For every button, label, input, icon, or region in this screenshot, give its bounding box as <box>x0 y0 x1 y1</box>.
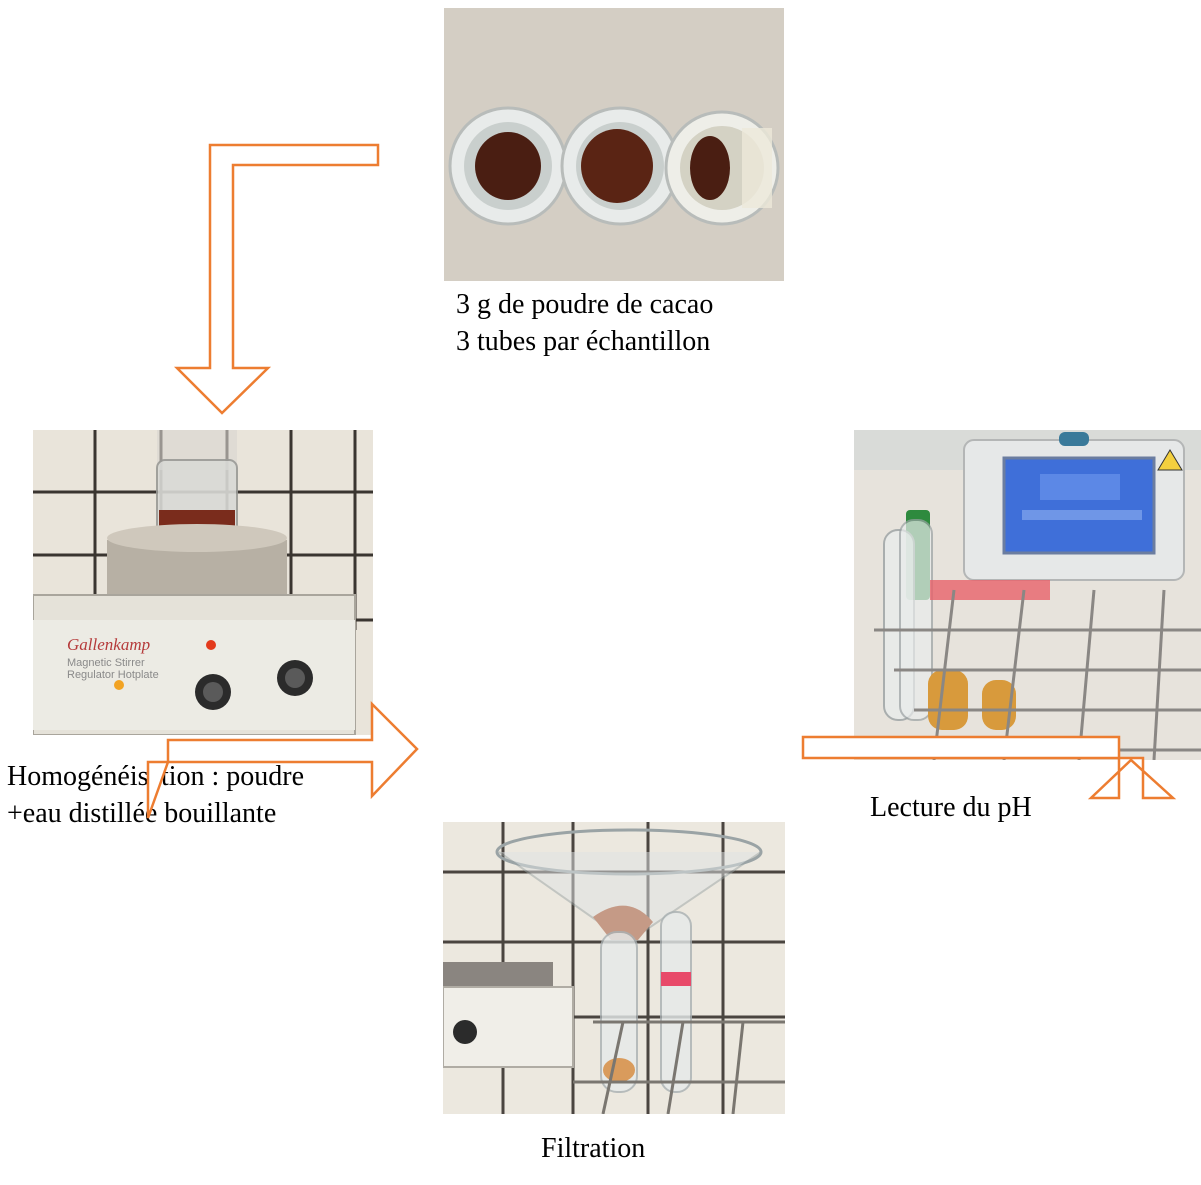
ph-reading-caption-line-1: Lecture du pH <box>870 792 1032 823</box>
ph-reading-caption: Lecture du pH <box>870 789 1032 826</box>
homogenisation-photo: Gallenkamp Magnetic Stirrer Regulator Ho… <box>33 430 373 735</box>
cocoa-caption-line-2: 3 tubes par échantillon <box>456 326 711 357</box>
filtration-caption: Filtration <box>541 1130 645 1167</box>
filtration-caption-line-1: Filtration <box>541 1133 646 1164</box>
cocoa-jars-image <box>444 8 784 281</box>
cocoa-powder-photo <box>444 8 784 281</box>
cocoa-powder-caption: 3 g de poudre de cacao 3 tubes par échan… <box>456 286 713 360</box>
homogenisation-caption-line-2: +eau distillée bouillante <box>7 798 277 829</box>
ph-meter-image <box>854 430 1201 760</box>
gallenkamp-brand-text: Gallenkamp <box>67 635 150 654</box>
funnel-image <box>443 822 785 1114</box>
cocoa-caption-line-1: 3 g de poudre de cacao <box>456 289 714 320</box>
hotplate-image: Gallenkamp Magnetic Stirrer Regulator Ho… <box>33 430 373 735</box>
device-label-line-1: Magnetic Stirrer <box>67 657 145 669</box>
filtration-photo <box>443 822 785 1114</box>
arrow-cocoa-to-homogenisation <box>173 143 380 415</box>
device-label-line-2: Regulator Hotplate <box>67 669 159 681</box>
ph-reading-photo <box>854 430 1201 760</box>
arrow-homogenisation-to-filtration <box>146 700 419 819</box>
arrow-filtration-to-ph <box>801 735 1177 800</box>
